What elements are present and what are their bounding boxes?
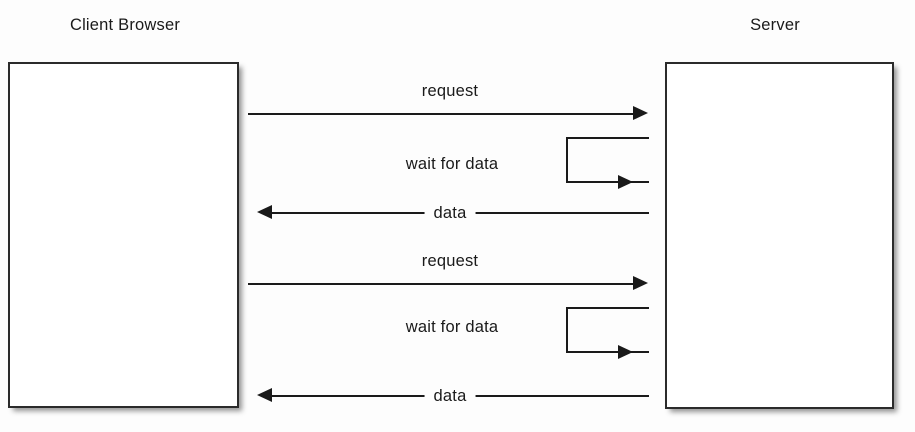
arrowhead-right-icon-wait-for-data-2	[618, 345, 633, 359]
self-loop-wait-for-data-1	[566, 137, 649, 183]
message-line-request-2	[248, 283, 633, 285]
participant-label-server: Server	[750, 16, 800, 34]
message-label-request-2: request	[421, 252, 479, 270]
message-label-data-2: data	[424, 388, 476, 405]
arrowhead-right-icon-request-1	[633, 106, 648, 120]
participant-box-server	[665, 62, 894, 409]
arrowhead-left-icon-data-1	[257, 205, 272, 219]
arrowhead-left-icon-data-2	[257, 388, 272, 402]
message-label-request-1: request	[421, 82, 479, 100]
message-label-wait-for-data-2: wait for data	[405, 318, 499, 336]
participant-label-client: Client Browser	[69, 16, 181, 34]
message-line-request-1	[248, 113, 633, 115]
self-loop-wait-for-data-2	[566, 307, 649, 353]
participant-box-client	[8, 62, 239, 408]
message-label-data-1: data	[424, 205, 476, 222]
arrowhead-right-icon-wait-for-data-1	[618, 175, 633, 189]
message-label-wait-for-data-1: wait for data	[405, 155, 499, 173]
arrowhead-right-icon-request-2	[633, 276, 648, 290]
